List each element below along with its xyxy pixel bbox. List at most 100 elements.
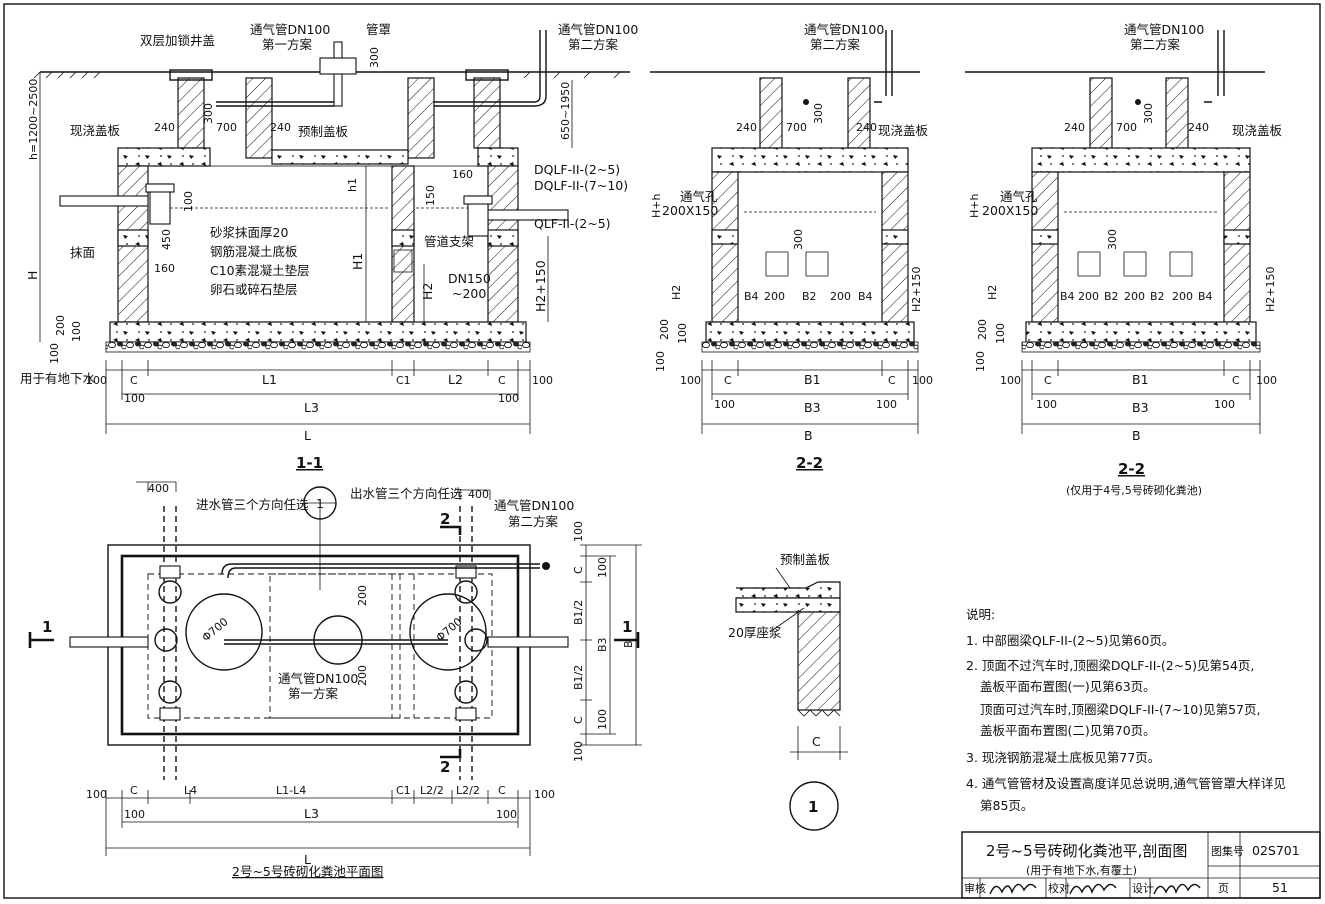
label-vent-pipe: 通气管DN100: [1124, 22, 1204, 37]
section-mark-2-bottom: 2: [440, 758, 450, 776]
detail-1-labels: 预制盖板 20厚座浆 C 1: [728, 552, 831, 816]
label-d400a: 400: [148, 482, 169, 495]
label-d160b: 160: [452, 168, 473, 181]
dim-100-left: 100: [86, 374, 107, 387]
detail-precast-slab: [736, 581, 841, 599]
label-scheme-2: 第二方案: [1130, 37, 1181, 52]
label-hh: H+h: [968, 194, 981, 218]
label-h2-150: H2+150: [533, 260, 548, 312]
label-h2: H2: [986, 285, 999, 300]
label-d300a: 300: [202, 103, 215, 124]
label-dqlf-b: DQLF-II-(7~10): [534, 178, 628, 193]
detail-1: [735, 567, 848, 831]
dim-b: B: [622, 640, 635, 648]
note-3: 3. 现浇钢筋混凝土底板见第77页。: [966, 750, 1160, 765]
label-scheme-2: 第二方案: [508, 514, 559, 529]
dim-100l: 100: [86, 788, 107, 801]
label-vent-hole-size: 200X150: [662, 203, 718, 218]
dim-100r: 100: [534, 788, 555, 801]
section-2-2a-labels: 通气管DN100 第二方案 240 700 300 240 现浇盖板 通气孔 2…: [650, 22, 933, 472]
label-d450: 450: [160, 229, 173, 250]
note-2d: 盖板平面布置图(二)见第70页。: [980, 723, 1156, 738]
label-d300: 300: [812, 103, 825, 124]
label-h2: H2: [420, 283, 435, 300]
dim-100-right: 100: [532, 374, 553, 387]
section-1-1: [33, 30, 630, 434]
dim-l4: L4: [184, 784, 197, 797]
dim-l: L: [304, 428, 311, 443]
dim-100c: 100: [496, 808, 517, 821]
label-d240b: 240: [1188, 121, 1209, 134]
section-2-2b: [965, 30, 1265, 434]
label-hh: H+h: [650, 194, 663, 218]
label-groundwater: 用于有地下水: [20, 371, 96, 386]
label-layer-1: 砂浆抹面厚20: [210, 225, 288, 240]
dim-100a: 100: [124, 808, 145, 821]
label-d300: 300: [1142, 103, 1155, 124]
label-plaster: 抹面: [70, 245, 95, 260]
cast-slab-right: [477, 147, 519, 167]
title-block-title: 2号~5号砖砌化粪池平,剖面图: [986, 842, 1187, 860]
dim-b3: B3: [1132, 400, 1149, 415]
plan-title: 2号~5号砖砌化粪池平面图: [232, 864, 383, 879]
label-d200c: 200: [1172, 290, 1193, 303]
plan-view: [28, 481, 642, 856]
label-vent-pipe: 通气管DN100: [804, 22, 884, 37]
notes: 说明: 1. 中部圈梁QLF-II-(2~5)见第60页。 2. 顶面不过汽车时…: [966, 607, 1286, 813]
detail-mark: 1: [808, 798, 818, 816]
label-scheme-1: 第一方案: [288, 686, 339, 701]
dim-b1: B1: [1132, 372, 1149, 387]
label-mortar: 20厚座浆: [728, 625, 782, 640]
dim-l3: L3: [304, 806, 319, 821]
dim-c2: C: [498, 374, 506, 387]
label-range-650: 650~1950: [559, 82, 572, 140]
dim-c2: C: [1232, 374, 1240, 387]
label-d240b: 240: [856, 121, 877, 134]
title-section-1-1: 1-1: [296, 454, 323, 472]
label-h2: H2: [670, 285, 683, 300]
label-cast-slab: 现浇盖板: [70, 123, 121, 138]
label-vent-hole: 通气孔: [1000, 189, 1038, 204]
title-block-subtitle: (用于有地下水,有覆土): [1026, 863, 1137, 877]
label-vent-pipe-1: 通气管DN100: [278, 671, 358, 686]
dim-c1: C: [130, 374, 138, 387]
label-d300b: 300: [368, 47, 381, 68]
title-section-2-2a: 2-2: [796, 454, 823, 472]
dim-c2: C: [888, 374, 896, 387]
label-h: H: [25, 271, 40, 280]
dim-cb: C: [572, 716, 585, 724]
dim-l2: L2: [448, 372, 463, 387]
label-b4b: B4: [1198, 290, 1213, 303]
label-d150: 150: [424, 185, 437, 206]
detail-mark-circle: [789, 781, 839, 831]
label-d200b: 200: [356, 665, 369, 686]
label-d200a: 200: [356, 585, 369, 606]
dim-100b: 100: [1214, 398, 1235, 411]
dim-100t: 100: [572, 521, 585, 542]
label-d300v: 300: [792, 229, 805, 250]
title-section-2-2b: 2-2: [1118, 460, 1145, 478]
label-d200v: 200: [658, 319, 671, 340]
label-vent-hole-size: 200X150: [982, 203, 1038, 218]
label-d700: 700: [1116, 121, 1137, 134]
dim-100v2: 100: [596, 709, 609, 730]
dim-100r: 100: [912, 374, 933, 387]
label-layer-2: 钢筋混凝土底板: [210, 244, 298, 259]
label-layer-3: C10素混凝土垫层: [210, 263, 310, 278]
dim-b3: B3: [596, 637, 609, 652]
dim-100b: 100: [572, 741, 585, 762]
label-d200: 200: [54, 315, 67, 336]
label-vent-hole: 通气孔: [680, 189, 718, 204]
atlas-label: 图集号: [1211, 844, 1244, 858]
label-d200b: 200: [1124, 290, 1145, 303]
plan-outlet-pipe: [487, 636, 569, 648]
label-h2-150: H2+150: [910, 267, 923, 312]
note-2a: 2. 顶面不过汽车时,顶圈梁DQLF-II-(2~5)见第54页,: [966, 658, 1254, 673]
label-cast-slab: 现浇盖板: [1232, 123, 1283, 138]
plan-labels: 400 进水管三个方向任选 出水管三个方向任选 400 通气管DN100 第二方…: [42, 482, 635, 879]
detail-wall: [797, 611, 841, 711]
label-double-lock-cover: 双层加锁井盖: [140, 33, 215, 48]
label-cast-slab: 现浇盖板: [878, 123, 929, 138]
label-inlet: 进水管三个方向任选: [196, 497, 309, 512]
notes-heading: 说明:: [966, 607, 995, 622]
